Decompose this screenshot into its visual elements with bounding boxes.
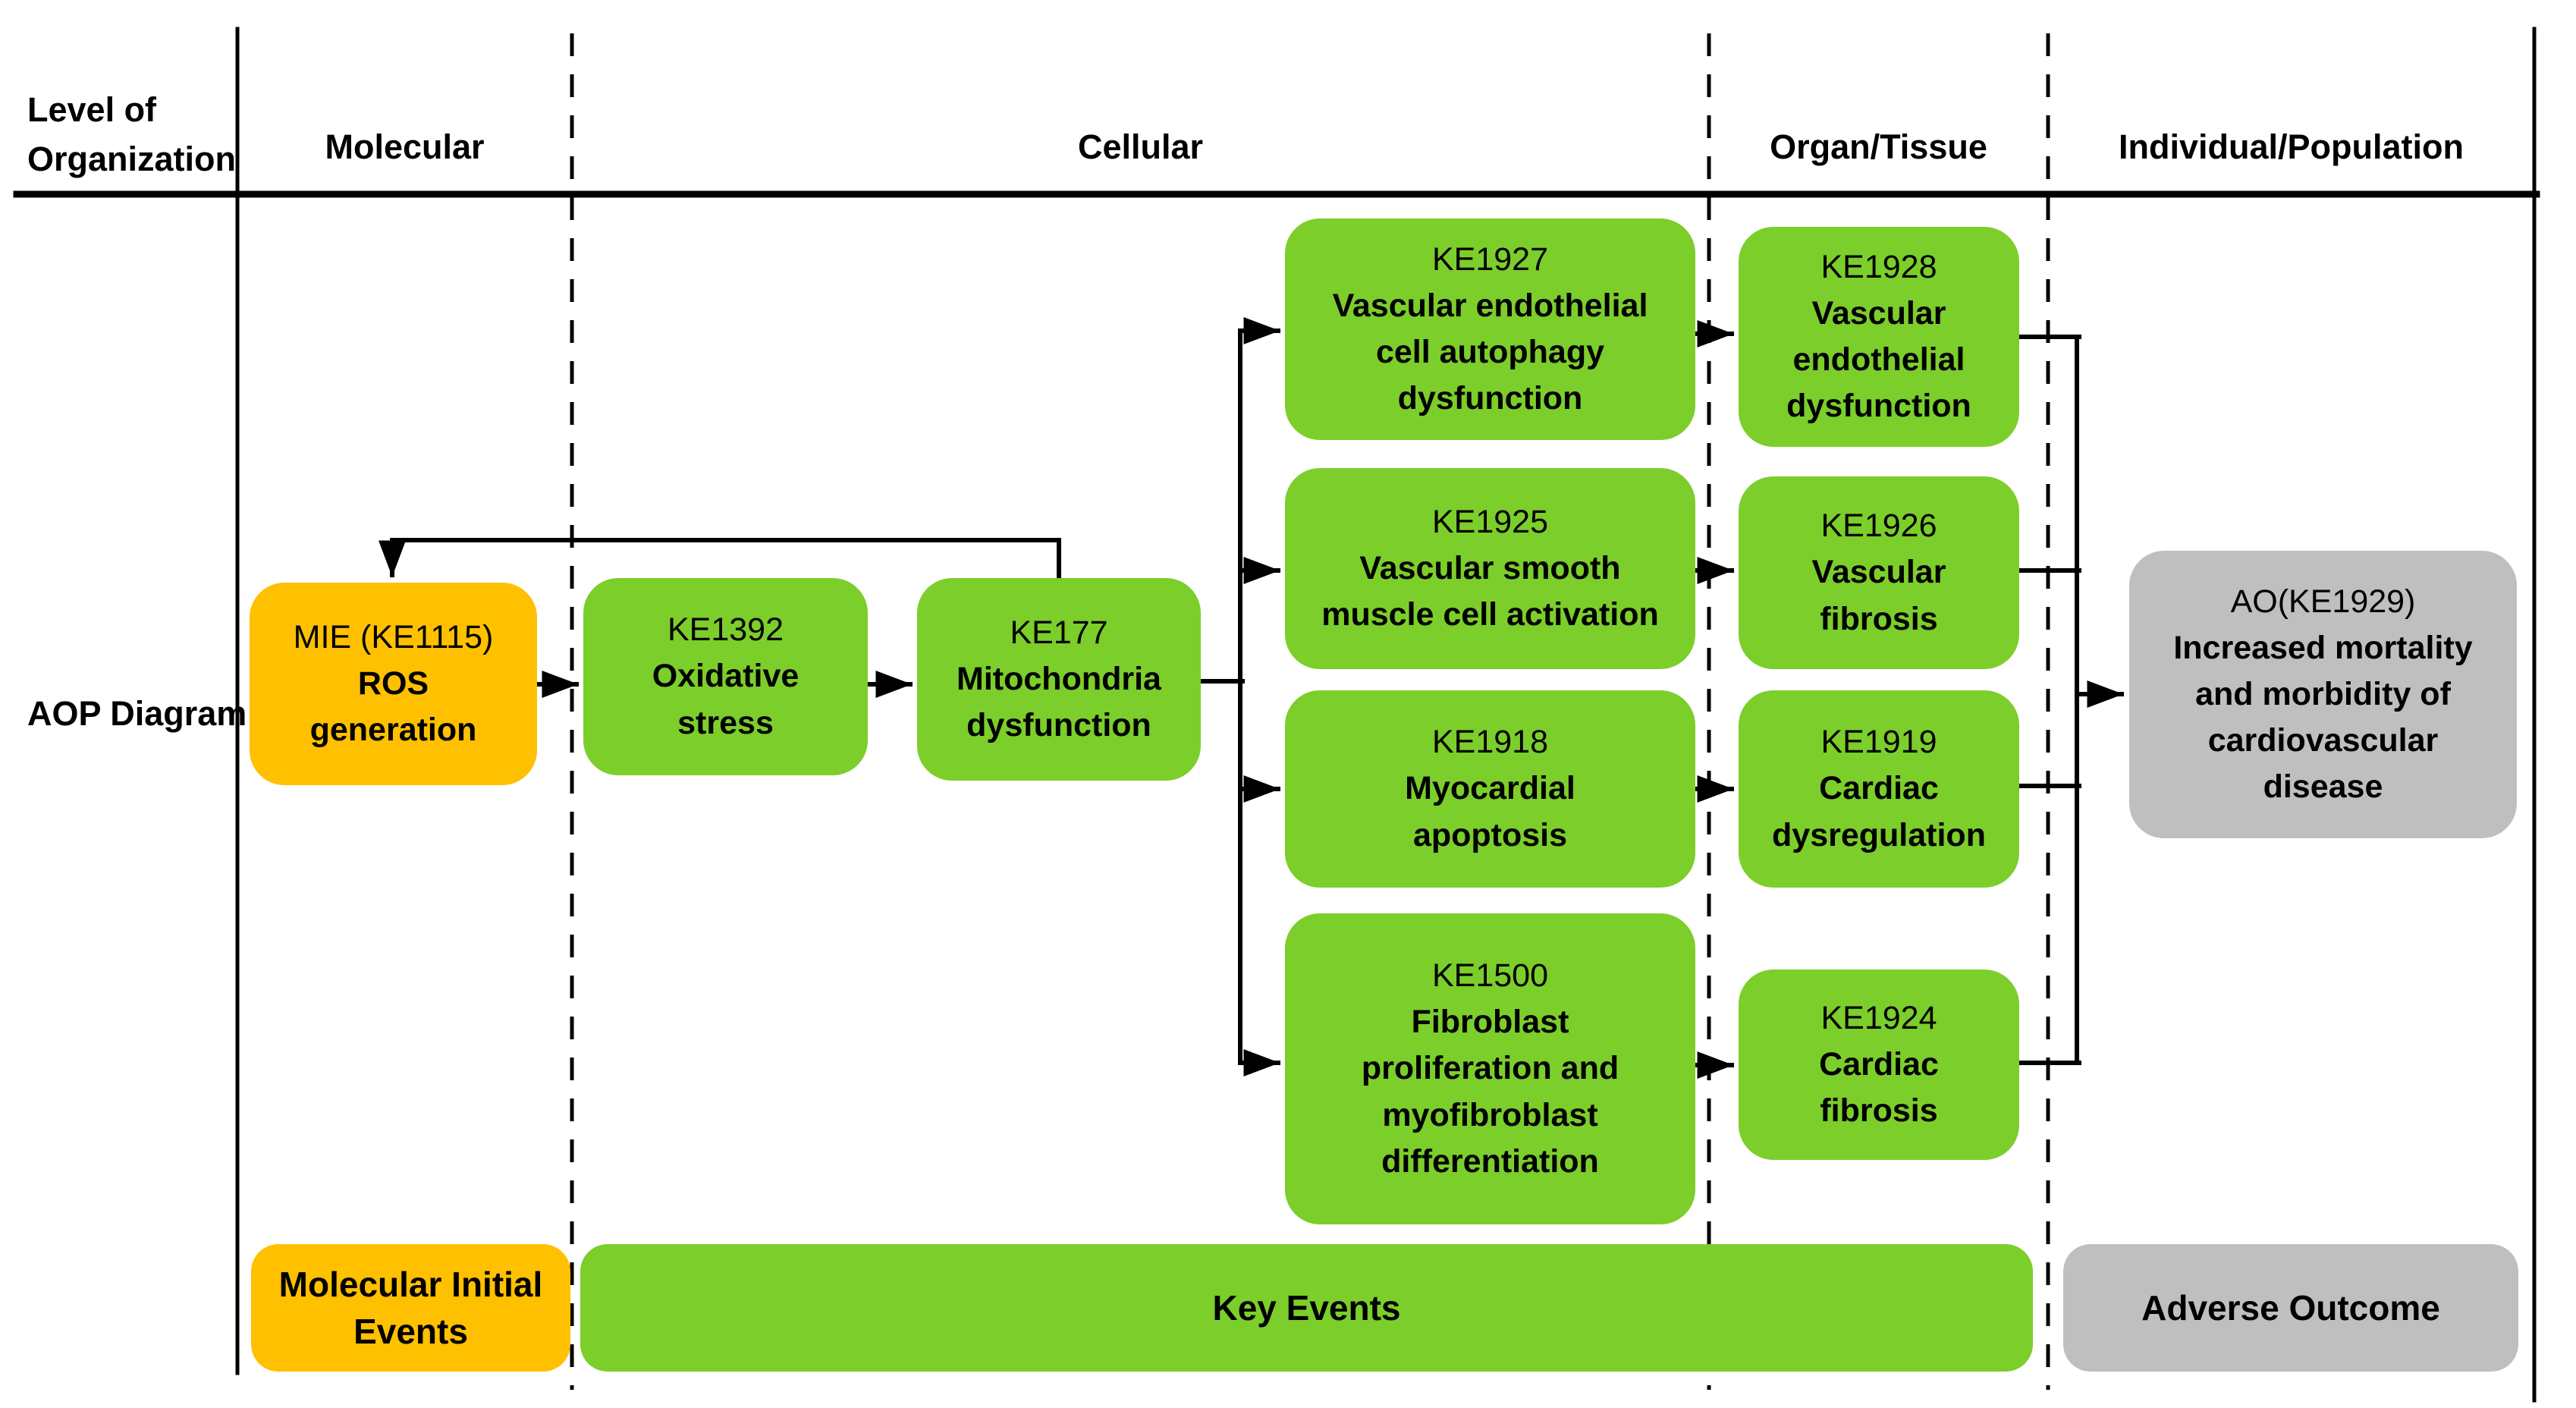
node-ke177: KE177 Mitochondria dysfunction <box>917 578 1201 781</box>
event-code: KE1918 <box>1431 724 1549 761</box>
event-title: Mitochondria dysfunction <box>957 660 1161 744</box>
event-title: ROS generation <box>309 665 477 749</box>
node-ke1392: KE1392 Oxidative stress <box>583 578 868 775</box>
event-title: Cardiac fibrosis <box>1819 1045 1939 1130</box>
event-title: Cardiac dysregulation <box>1772 770 1986 853</box>
event-code: AO(KE1929) <box>2230 583 2416 620</box>
event-title: Vascular endothelial dysfunction <box>1786 294 1971 425</box>
column-header-cellular: Cellular <box>1077 127 1204 166</box>
event-title: Oxidative stress <box>652 658 800 741</box>
event-code: KE1926 <box>1820 508 1937 545</box>
event-title: Increased mortality and morbidity of car… <box>2173 629 2473 806</box>
event-code: KE1925 <box>1431 503 1549 540</box>
feedback-arrow-ke177-to-mie <box>379 538 1061 580</box>
node-ke1918: KE1918 Myocardial apoptosis <box>1285 690 1695 888</box>
level-of-organization-label: Level of Organization <box>27 90 237 179</box>
node-ke1924: KE1924 Cardiac fibrosis <box>1739 970 2019 1160</box>
event-code: KE177 <box>1010 614 1108 651</box>
event-title: Fibroblast proliferation and myofibrobla… <box>1361 1004 1619 1180</box>
aop-diagram-row-label: AOP Diagram <box>27 694 247 733</box>
column-header-individual-population: Individual/Population <box>2119 127 2464 166</box>
column-header-organ-tissue: Organ/Tissue <box>1770 127 1987 166</box>
event-title: Vascular smooth muscle cell activation <box>1321 549 1659 633</box>
legend-key-events: Key Events <box>580 1244 2033 1372</box>
legend-adverse-outcome: Adverse Outcome <box>2063 1244 2518 1372</box>
legend-molecular-initial-events: Molecular Initial Events <box>251 1244 570 1372</box>
event-code: KE1927 <box>1431 240 1549 278</box>
event-code: KE1919 <box>1820 724 1937 761</box>
node-mie-ke1115: MIE (KE1115) ROS generation <box>250 583 537 785</box>
node-ke1926: KE1926 Vascular fibrosis <box>1739 476 2019 669</box>
node-ke1919: KE1919 Cardiac dysregulation <box>1739 690 2019 888</box>
node-ke1925: KE1925 Vascular smooth muscle cell activ… <box>1285 468 1695 669</box>
event-code: MIE (KE1115) <box>293 618 494 655</box>
event-title: Myocardial apoptosis <box>1405 770 1575 853</box>
event-code: KE1392 <box>667 611 784 649</box>
event-code: KE1500 <box>1431 957 1549 995</box>
node-ke1500: KE1500 Fibroblast proliferation and myof… <box>1285 913 1695 1224</box>
event-code: KE1924 <box>1820 999 1937 1036</box>
event-code: KE1928 <box>1820 248 1937 285</box>
node-ao-ke1929: AO(KE1929) Increased mortality and morbi… <box>2129 551 2517 838</box>
node-ke1927: KE1927 Vascular endothelial cell autopha… <box>1285 218 1695 440</box>
column-header-molecular: Molecular <box>325 127 485 166</box>
event-title: Vascular endothelial cell autophagy dysf… <box>1332 287 1648 417</box>
node-ke1928: KE1928 Vascular endothelial dysfunction <box>1739 227 2019 447</box>
event-title: Vascular fibrosis <box>1811 554 1946 637</box>
